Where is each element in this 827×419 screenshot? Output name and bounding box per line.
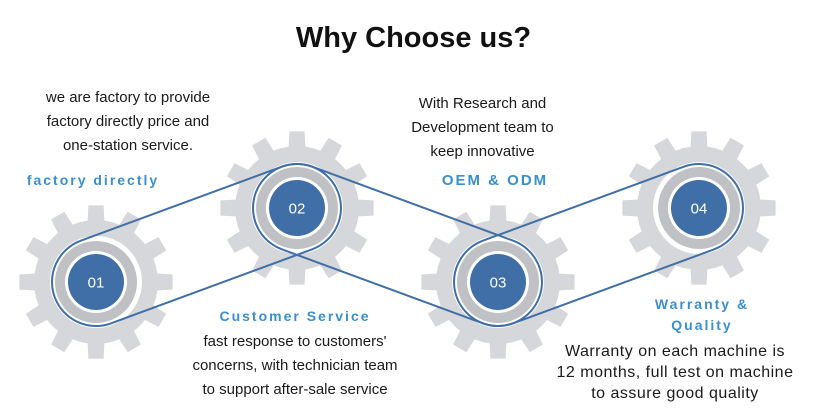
step-number: 04: [691, 201, 708, 218]
customer-service-heading: Customer Service: [219, 308, 371, 324]
warranty-heading: Warranty & Quality: [612, 294, 792, 336]
warranty-heading-line: Quality: [671, 317, 733, 333]
oem-heading: OEM & ODM: [441, 172, 549, 189]
step-badge: 02: [266, 177, 328, 239]
warranty-heading-line: Warranty &: [654, 296, 750, 312]
factory-description-line: we are factory to provide: [45, 89, 211, 106]
factory-heading: factory directly: [26, 172, 160, 188]
warranty-description-line: 12 months, full test on machine: [556, 364, 794, 381]
warranty-description-line: to assure good quality: [591, 385, 759, 402]
customer-service-description-line: to support after-sale service: [202, 381, 388, 398]
oem-description-line: With Research and: [418, 95, 547, 112]
step-number: 01: [88, 275, 105, 292]
page-title: Why Choose us?: [295, 22, 532, 54]
customer-service-description: fast response to customers' concerns, wi…: [165, 330, 425, 402]
customer-service-description-line: concerns, with technician team: [192, 357, 398, 374]
warranty-description: Warranty on each machine is 12 months, f…: [525, 341, 825, 404]
step-badge: 04: [668, 177, 730, 239]
step-number: 03: [490, 275, 507, 292]
belt-line: [453, 163, 744, 327]
factory-description-line: factory directly price and: [46, 113, 210, 130]
oem-description-line: Development team to: [411, 119, 554, 136]
oem-description: With Research and Development team to ke…: [380, 92, 585, 164]
step-number: 02: [289, 201, 306, 218]
belt-line: [252, 163, 543, 327]
step-badge: 03: [467, 251, 529, 313]
step-badge: 01: [65, 251, 127, 313]
factory-description: we are factory to provide factory direct…: [8, 86, 248, 158]
oem-description-line: keep innovative: [430, 143, 535, 160]
factory-description-line: one-station service.: [62, 137, 194, 154]
customer-service-description-line: fast response to customers': [203, 333, 387, 350]
warranty-description-line: Warranty on each machine is: [564, 343, 786, 360]
